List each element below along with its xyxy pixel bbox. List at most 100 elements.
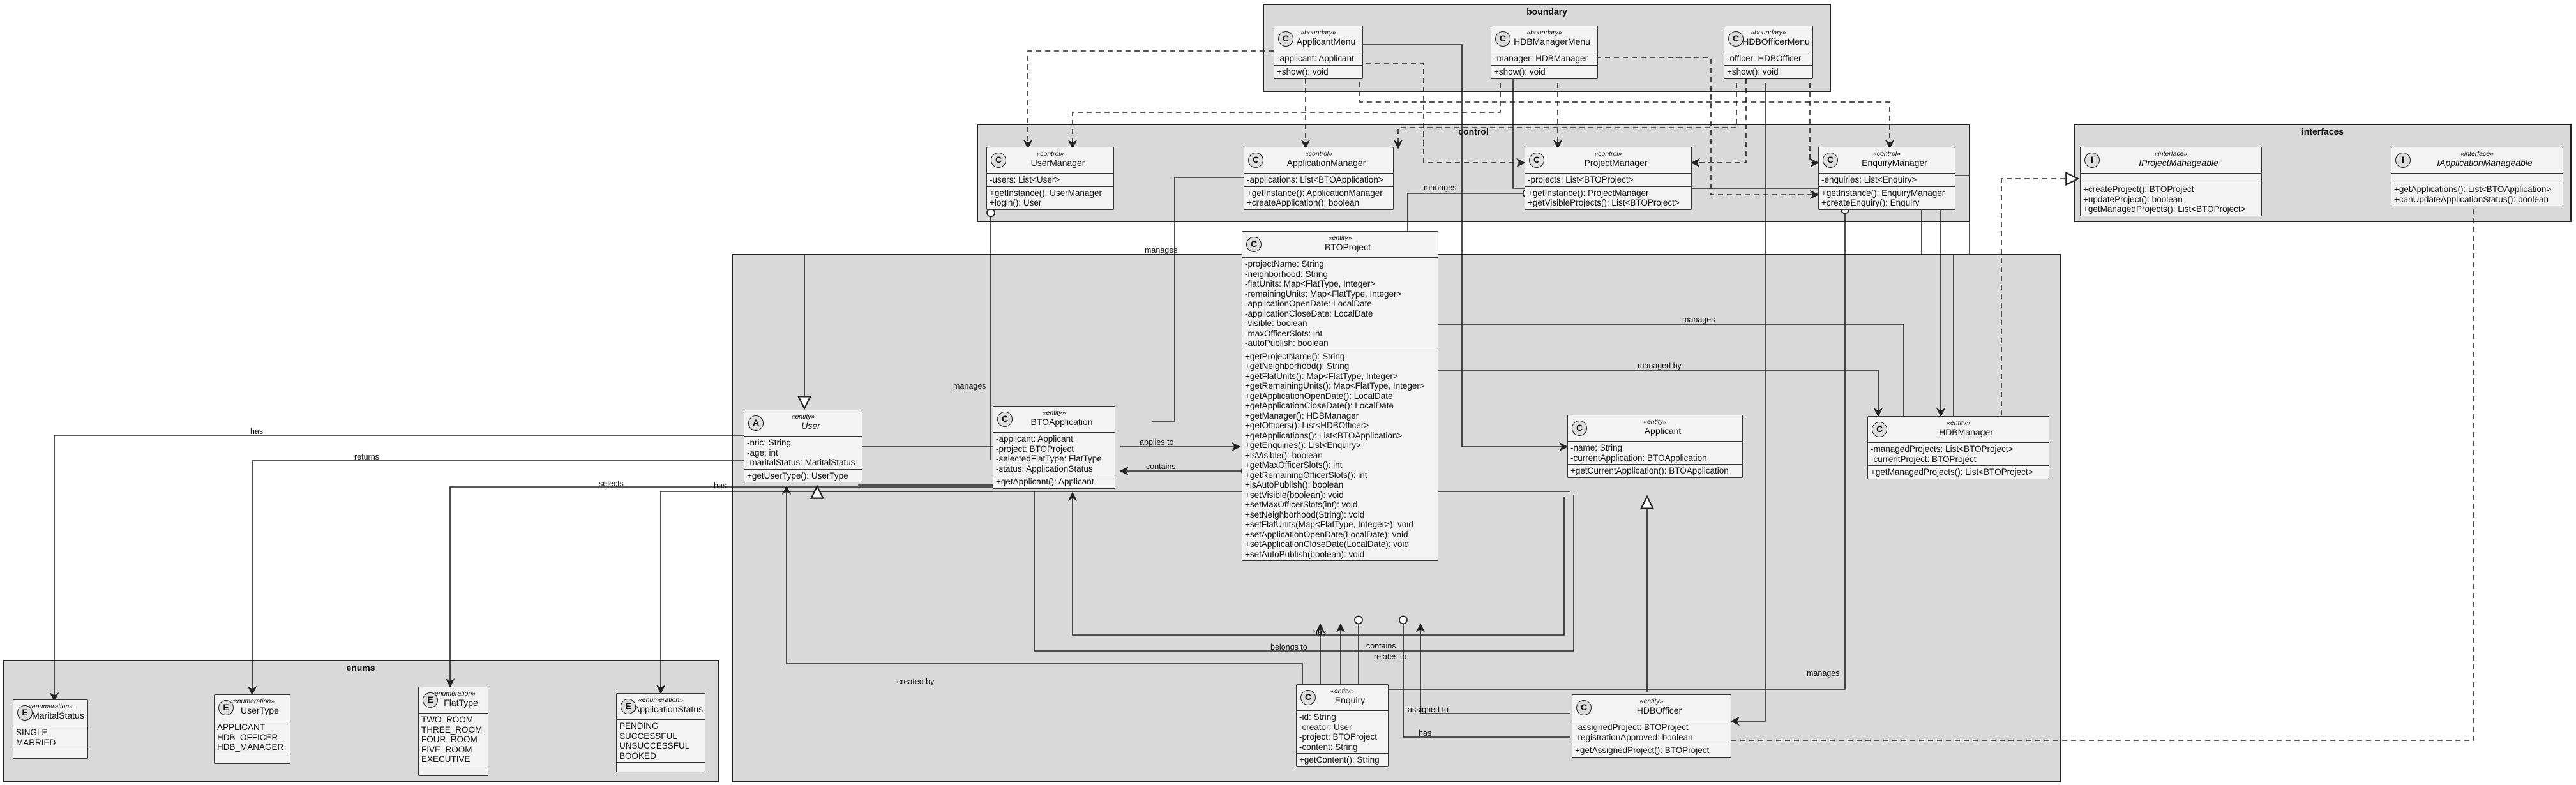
class-stereotype: «entity»	[1639, 698, 1664, 705]
class-methods: +getInstance(): ApplicationManager+creat…	[1244, 187, 1393, 209]
attribute: HDB_MANAGER	[217, 742, 284, 752]
attribute: -age: int	[747, 447, 778, 458]
class-methods	[215, 754, 290, 763]
class-stereotype: «enumeration»	[27, 703, 73, 710]
method: +getAssignedProject(): BTOProject	[1575, 745, 1710, 755]
attribute: -selectedFlatType: FlatType	[996, 454, 1102, 463]
method: +getNeighborhood(): String	[1245, 361, 1350, 371]
assoc-appmanager-btoapp	[1152, 173, 1253, 422]
class-iapplicationmanageable: I«interface»IApplicationManageable+getAp…	[2391, 147, 2563, 206]
method: +createApplication(): boolean	[1247, 198, 1359, 207]
package-control: control	[977, 124, 1970, 222]
class-name: EnquiryManager	[1862, 158, 1927, 168]
class-kind-icon: C	[1300, 690, 1316, 705]
edge-label: manages	[1145, 246, 1178, 255]
class-kind-icon: I	[2395, 153, 2411, 168]
edge-label: created by	[897, 677, 935, 686]
class-header: C«control»UserManager	[987, 147, 1113, 174]
class-attributes: -nric: String-age: int-maritalStatus: Ma…	[744, 437, 862, 470]
package-enums: enums	[3, 660, 719, 782]
class-name: IApplicationManageable	[2437, 158, 2533, 168]
class-kind-icon: C	[1529, 153, 1544, 168]
edge-label: returns	[354, 452, 379, 461]
method: +getRemainingOfficerSlots(): int	[1245, 470, 1367, 480]
attribute: PENDING	[619, 721, 659, 731]
class-enquirymanager: C«control»EnquiryManager-enquiries: List…	[1818, 147, 1955, 210]
gen-user-top	[804, 209, 1922, 408]
method: +login(): User	[990, 198, 1042, 207]
class-header: E«enumeration»UserType	[215, 695, 290, 721]
class-name: Applicant	[1644, 426, 1682, 436]
class-attributes: -name: String-currentApplication: BTOApp…	[1568, 442, 1742, 465]
package-title: interfaces	[2301, 126, 2344, 137]
class-methods	[419, 766, 488, 775]
attribute: -assignedProject: BTOProject	[1575, 722, 1689, 732]
method: +getApplicationCloseDate(): LocalDate	[1245, 401, 1394, 410]
class-kind-icon: C	[1872, 422, 1887, 437]
dep-officermenu-appmanager	[1393, 83, 1737, 149]
edge-label: managed by	[1638, 361, 1682, 370]
class-hdbmanager: C«entity»HDBManager-managedProjects: Lis…	[1867, 416, 2049, 479]
attribute: -applicationCloseDate: LocalDate	[1245, 308, 1373, 318]
method: +isVisible(): boolean	[1245, 450, 1323, 460]
class-name: ProjectManager	[1584, 158, 1648, 168]
assoc-hdbofficer-btoproject-assigned	[1415, 623, 1570, 714]
class-kind-icon: A	[748, 415, 764, 431]
method: +getProjectName(): String	[1245, 351, 1345, 361]
attribute: -applicationOpenDate: LocalDate	[1245, 299, 1372, 308]
dep-officermenu-projmanager	[1691, 70, 1747, 168]
edge-label: manages	[1682, 315, 1715, 324]
class-name: MaritalStatus	[32, 710, 84, 721]
attribute: UNSUCCESSFUL	[619, 741, 690, 751]
class-attributes: -projectName: String-neighborhood: Strin…	[1242, 258, 1438, 350]
assoc-user-usertype	[247, 460, 744, 696]
class-hdbofficer: C«entity»HDBOfficer-assignedProject: BTO…	[1572, 694, 1731, 758]
method: +getApplications(): List<BTOApplication>	[1245, 430, 1403, 440]
class-name: ApplicationStatus	[633, 704, 704, 714]
attribute: -officer: HDBOfficer	[1727, 54, 1802, 63]
assoc-btoproject-hdbmanager-managedby	[1438, 370, 1883, 417]
class-name: HDBManager	[1939, 427, 1993, 437]
class-kind-icon: C	[1495, 31, 1510, 47]
assoc-officermenu-hdboffice	[1730, 83, 1766, 726]
class-header: C«control»ProjectManager	[1525, 147, 1691, 174]
class-kind-icon: C	[1576, 700, 1592, 715]
class-name: BTOProject	[1324, 242, 1371, 252]
class-stereotype: «enumeration»	[430, 690, 476, 698]
attribute: -projectName: String	[1245, 259, 1324, 269]
class-kind-icon: C	[1246, 237, 1262, 252]
method: +setMaxOfficerSlots(int): void	[1245, 500, 1358, 509]
class-kind-icon: E	[218, 700, 234, 715]
class-header: E«enumeration»ApplicationStatus	[617, 694, 705, 720]
method: +getInstance(): ProjectManager	[1528, 188, 1649, 198]
class-header: C«entity»HDBManager	[1868, 417, 2049, 443]
class-attributes: -id: String-creator: User-project: BTOPr…	[1297, 711, 1388, 754]
class-attributes: -projects: List<BTOProject>	[1525, 174, 1691, 187]
assoc-btoapp-applicationstatus	[656, 491, 993, 694]
edge-label: relates to	[1374, 652, 1407, 661]
method: +setAutoPublish(boolean): void	[1245, 549, 1365, 559]
attribute: -currentApplication: BTOApplication	[1570, 452, 1707, 463]
package-title: enums	[346, 662, 375, 673]
class-attributes: -applications: List<BTOApplication>	[1244, 174, 1393, 187]
attribute: -remainingUnits: Map<FlatType, Integer>	[1245, 288, 1402, 299]
attribute: -id: String	[1299, 712, 1336, 722]
class-attributes: -applicant: Applicant-project: BTOProjec…	[993, 433, 1115, 475]
method: +canUpdateApplicationStatus(): boolean	[2394, 194, 2549, 204]
class-methods: +getCurrentApplication(): BTOApplication	[1568, 465, 1742, 477]
class-name: FlatType	[444, 698, 478, 708]
dep-managermenu-enqmanager	[1596, 57, 1819, 200]
class-kind-icon: E	[423, 692, 438, 708]
assoc-applicant-btoapp-belongs	[1034, 491, 1574, 652]
class-kind-icon: I	[2084, 153, 2100, 168]
class-methods: +getInstance(): UserManager+login(): Use…	[987, 187, 1113, 209]
attribute: SUCCESSFUL	[619, 731, 677, 741]
method: +show(): void	[1727, 66, 1779, 77]
class-usermanager: C«control»UserManager-users: List<User>+…	[986, 147, 1114, 210]
edge-label: has	[1419, 729, 1432, 738]
class-kind-icon: E	[17, 705, 33, 721]
method: +getApplicationOpenDate(): LocalDate	[1245, 391, 1393, 401]
